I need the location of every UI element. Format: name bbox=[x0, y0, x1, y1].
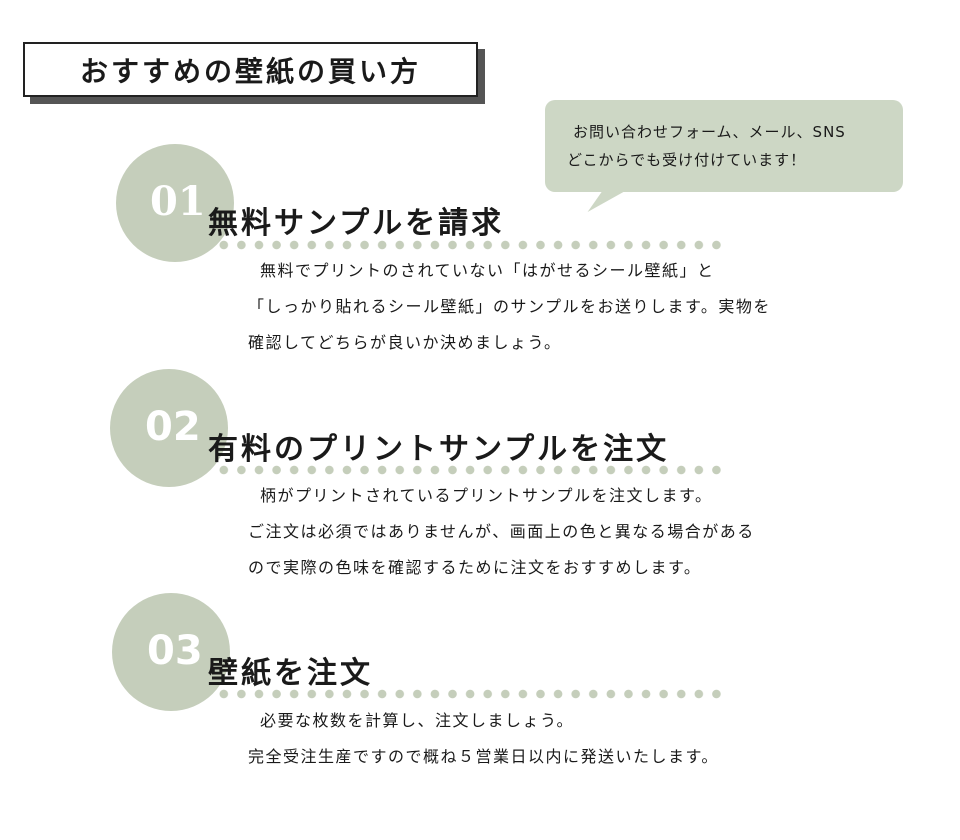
step-description: 柄がプリントされているプリントサンプルを注文します。 ご注文は必須ではありません… bbox=[248, 478, 755, 586]
bubble-line-2: どこからでも受け付けています！ bbox=[567, 151, 807, 169]
step-description: 無料でプリントのされていない「はがせるシール壁紙」と 「しっかり貼れるシール壁紙… bbox=[248, 253, 771, 361]
bubble-line-1: お問い合わせフォーム、メール、SNS bbox=[573, 123, 846, 141]
step-heading: 無料サンプルを請求 bbox=[208, 206, 505, 241]
step-heading: 有料のプリントサンプルを注文 bbox=[208, 432, 670, 467]
step-number: 01 bbox=[150, 178, 206, 225]
description-line: ので実際の色味を確認するために注文をおすすめします。 bbox=[248, 558, 702, 577]
step-number-circle bbox=[112, 593, 230, 711]
description-line: 「しっかり貼れるシール壁紙」のサンプルをお送りします。実物を bbox=[248, 297, 771, 316]
description-line: 確認してどちらが良いか決めましょう。 bbox=[248, 333, 562, 352]
step-number-circle bbox=[116, 144, 234, 262]
description-line: 完全受注生産ですので概ね５営業日以内に発送いたします。 bbox=[248, 747, 719, 766]
description-line: 必要な枚数を計算し、注文しましょう。 bbox=[260, 711, 575, 730]
page-title: おすすめの壁紙の買い方 bbox=[79, 54, 421, 88]
contact-speech-bubble: お問い合わせフォーム、メール、SNS どこからでも受け付けています！ bbox=[545, 100, 903, 212]
bubble-tail bbox=[587, 190, 627, 212]
step-number-circle bbox=[110, 369, 228, 487]
description-line: 無料でプリントのされていない「はがせるシール壁紙」と bbox=[260, 261, 715, 280]
step-number: 02 bbox=[145, 404, 201, 450]
description-line: 柄がプリントされているプリントサンプルを注文します。 bbox=[260, 486, 713, 505]
description-line: ご注文は必須ではありませんが、画面上の色と異なる場合がある bbox=[248, 522, 755, 541]
step-heading: 壁紙を注文 bbox=[208, 656, 373, 691]
dotted-divider bbox=[215, 689, 727, 699]
dotted-divider bbox=[215, 240, 727, 250]
dotted-divider bbox=[215, 465, 727, 475]
step-number: 03 bbox=[147, 628, 203, 674]
page-title-box: おすすめの壁紙の買い方 bbox=[23, 42, 478, 97]
step-description: 必要な枚数を計算し、注文しましょう。 完全受注生産ですので概ね５営業日以内に発送… bbox=[248, 703, 719, 775]
